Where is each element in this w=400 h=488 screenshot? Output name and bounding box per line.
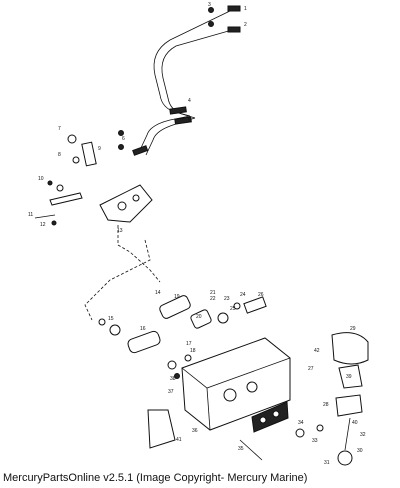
control-cables <box>118 5 241 156</box>
callout-number: 16 <box>140 326 146 332</box>
exploded-parts-diagram: 1 2 3 4 5 6 7 8 9 10 11 12 13 14 15 16 1… <box>28 2 369 466</box>
control-box <box>181 337 291 431</box>
callout-number: 8 <box>58 152 61 158</box>
callout-number: 26 <box>258 292 264 298</box>
callout-number: 4 <box>188 98 191 104</box>
callout-number: 13 <box>117 228 123 234</box>
upper-hardware <box>34 134 97 226</box>
callout-number: 36 <box>192 428 198 434</box>
callout-number: 6 <box>122 136 125 142</box>
callout-number: 28 <box>323 402 329 408</box>
callout-number: 17 <box>186 341 192 347</box>
callout-number: 9 <box>98 146 101 152</box>
callout-number: 1 <box>244 6 247 12</box>
callout-number: 5 <box>188 118 191 124</box>
cable-barrel <box>174 116 192 125</box>
cable-barrel <box>132 145 149 156</box>
callout-number: 10 <box>38 176 44 182</box>
trim-switch <box>338 364 363 389</box>
callout-labels: 1 2 3 4 5 6 7 8 9 10 11 12 13 14 15 16 1… <box>28 2 366 466</box>
callout-number: 40 <box>352 420 358 426</box>
callout-number: 14 <box>155 290 161 296</box>
assembly-guide-line <box>84 239 151 321</box>
callout-number: 34 <box>298 420 304 426</box>
callout-number: 19 <box>174 294 180 300</box>
callout-number: 33 <box>312 438 318 444</box>
hand-grip <box>331 332 369 365</box>
handle-parts <box>98 295 267 379</box>
callout-number: 42 <box>314 348 320 354</box>
callout-number: 23 <box>224 296 230 302</box>
callout-number: 3 <box>208 2 211 8</box>
cable-end-fitting <box>227 5 241 12</box>
cable-barrel <box>169 106 187 115</box>
callout-number: 31 <box>324 460 330 466</box>
callout-number: 37 <box>168 389 174 395</box>
control-lever <box>335 394 363 466</box>
cable-end-fitting <box>227 26 241 33</box>
callout-number: 30 <box>357 448 363 454</box>
callout-number: 39 <box>346 374 352 380</box>
callout-number: 27 <box>308 366 314 372</box>
cover-pad <box>147 409 176 449</box>
callout-number: 11 <box>28 212 33 218</box>
callout-number: 41 <box>176 437 182 443</box>
callout-number: 15 <box>108 316 114 322</box>
bottom-screw <box>239 439 263 461</box>
callout-number: 21 <box>210 290 216 296</box>
callout-number: 7 <box>58 126 61 132</box>
callout-number: 25 <box>230 306 236 312</box>
trim-panel <box>251 401 289 433</box>
callout-number: 38 <box>170 376 176 382</box>
callout-number: 29 <box>350 326 356 332</box>
callout-number: 20 <box>196 314 202 320</box>
callout-number: 12 <box>40 222 46 228</box>
copyright-caption: MercuryPartsOnline v2.5.1 (Image Copyrig… <box>3 472 308 484</box>
callout-number: 22 <box>210 296 216 302</box>
callout-number: 24 <box>240 292 246 298</box>
callout-number: 32 <box>360 432 366 438</box>
callout-number: 35 <box>238 446 244 452</box>
mounting-bracket <box>99 184 161 283</box>
callout-number: 18 <box>190 348 196 354</box>
callout-number: 2 <box>244 22 247 28</box>
